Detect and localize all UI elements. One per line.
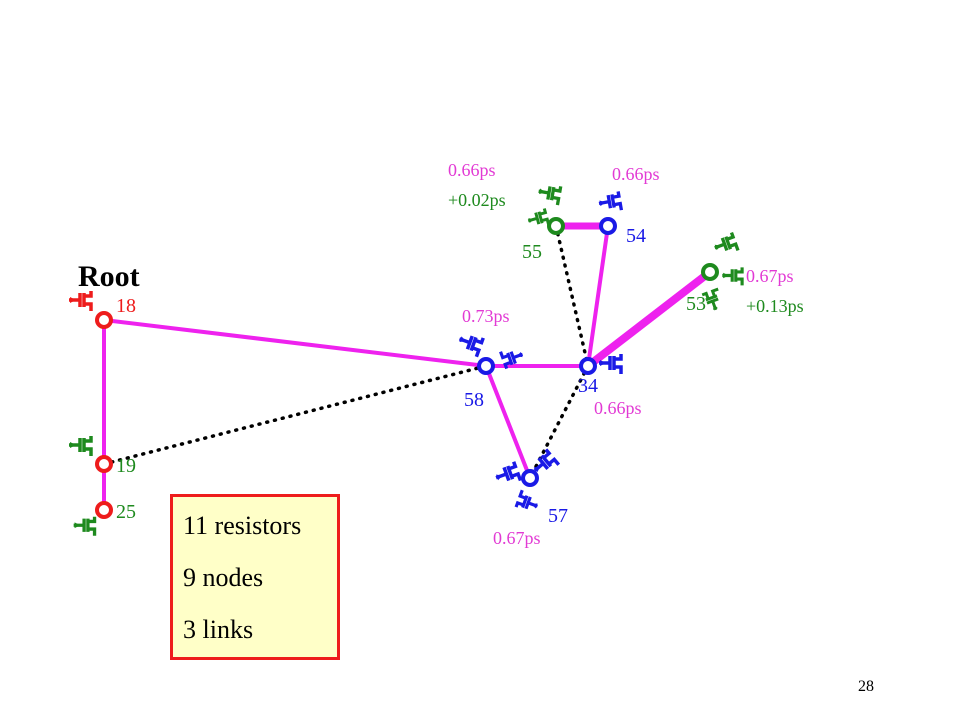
node-34 [579,357,597,375]
node-label-58: 58 [464,389,484,411]
node-label-18: 18 [116,295,136,317]
wire-18-58 [102,318,488,368]
node-label-25: 25 [116,501,136,523]
node-54 [599,217,617,235]
node-19 [95,455,113,473]
node-58 [477,357,495,375]
delay-34: 0.66ps [594,398,642,418]
wire-34-53 [584,268,714,370]
red-transistor-icon [67,289,93,313]
link-19-58 [102,364,488,466]
node-label-19: 19 [116,455,136,477]
delay-53-base: 0.67ps [746,266,794,286]
node-25 [95,501,113,519]
node-53 [701,263,719,281]
green-transistor-icons-right [524,181,744,314]
node-57 [521,469,539,487]
root-title: Root [78,260,140,293]
node-label-53: 53 [686,293,706,315]
node-18 [95,311,113,329]
delay-55-extra: +0.02ps [448,190,506,210]
node-label-55: 55 [522,241,542,263]
delay-54: 0.66ps [612,164,660,184]
nodes [95,217,719,519]
node-label-34: 34 [578,375,598,397]
delay-labels: 0.66ps +0.02ps 0.66ps 0.67ps +0.13ps 0.7… [448,160,804,548]
summary-box: 11 resistors 9 nodes 3 links [170,494,340,660]
wire-58-57 [484,364,532,480]
resistor-count: 11 resistors [183,511,302,540]
node-count: 9 nodes [183,563,264,592]
link-55-34 [554,224,590,368]
blue-transistor-icons [453,189,624,516]
node-label-57: 57 [548,505,568,527]
node-labels: 18 19 25 58 34 57 55 54 53 [116,225,706,527]
delay-58: 0.73ps [462,306,510,326]
delay-57: 0.67ps [493,528,541,548]
page-number: 28 [858,678,874,695]
wire-34-54 [586,224,610,368]
delay-55-base: 0.66ps [448,160,496,180]
link-count: 3 links [183,615,254,644]
node-label-54: 54 [626,225,646,247]
delay-53-extra: +0.13ps [746,296,804,316]
node-55 [547,217,565,235]
green-transistor-icons-left [67,434,97,538]
